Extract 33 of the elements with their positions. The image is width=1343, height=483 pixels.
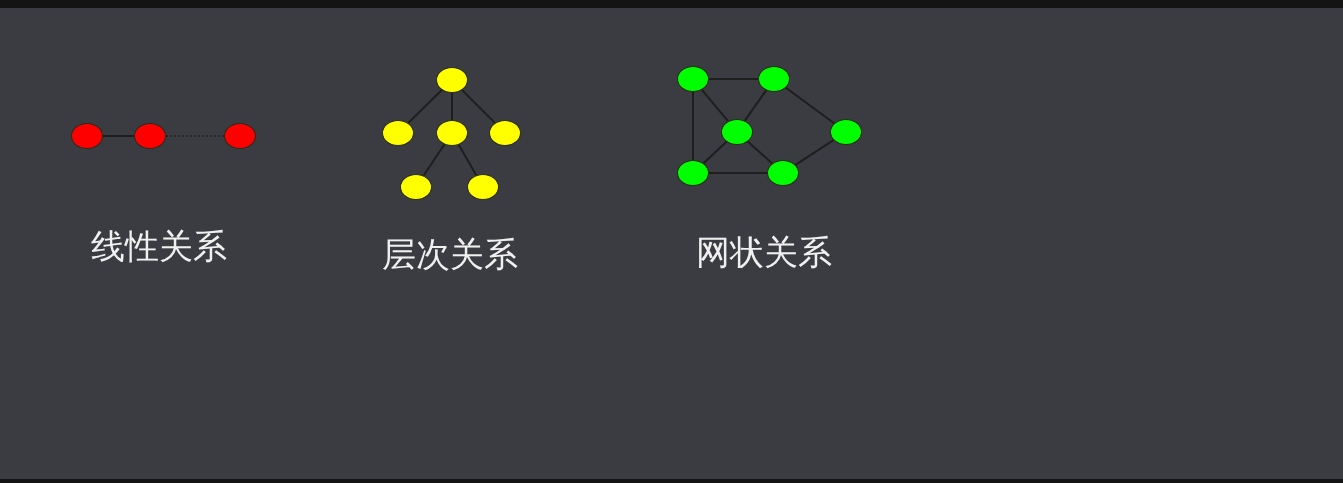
circle-node [677, 160, 709, 186]
connector-line [794, 139, 835, 166]
caption-text: 层次关系 [382, 233, 518, 276]
connector-line [784, 86, 836, 125]
connector-line [457, 143, 478, 177]
connector-line [461, 89, 496, 124]
connector-line [102, 135, 135, 137]
connector-line [407, 89, 443, 124]
connector-line [708, 78, 759, 80]
connector-line [692, 91, 694, 161]
circle-node [71, 123, 103, 149]
circle-node [224, 123, 256, 149]
circle-node [677, 66, 709, 92]
caption-text: 网状关系 [696, 231, 832, 274]
circle-node [382, 120, 414, 146]
circle-node [489, 120, 521, 146]
connector-line [743, 89, 768, 122]
connector-line [702, 140, 728, 165]
connector-line [746, 140, 774, 165]
circle-node [400, 174, 432, 200]
connector-line [422, 143, 446, 177]
circle-node [767, 160, 799, 186]
caption-text: 线性关系 [91, 225, 227, 268]
connector-line [700, 88, 730, 123]
circle-node [758, 66, 790, 92]
circle-node [721, 119, 753, 145]
connector-line [708, 172, 768, 174]
circle-node [467, 174, 499, 200]
connector-line [451, 92, 453, 121]
circle-node [134, 123, 166, 149]
circle-node [436, 120, 468, 146]
circle-node [436, 67, 468, 93]
circle-node [830, 119, 862, 145]
